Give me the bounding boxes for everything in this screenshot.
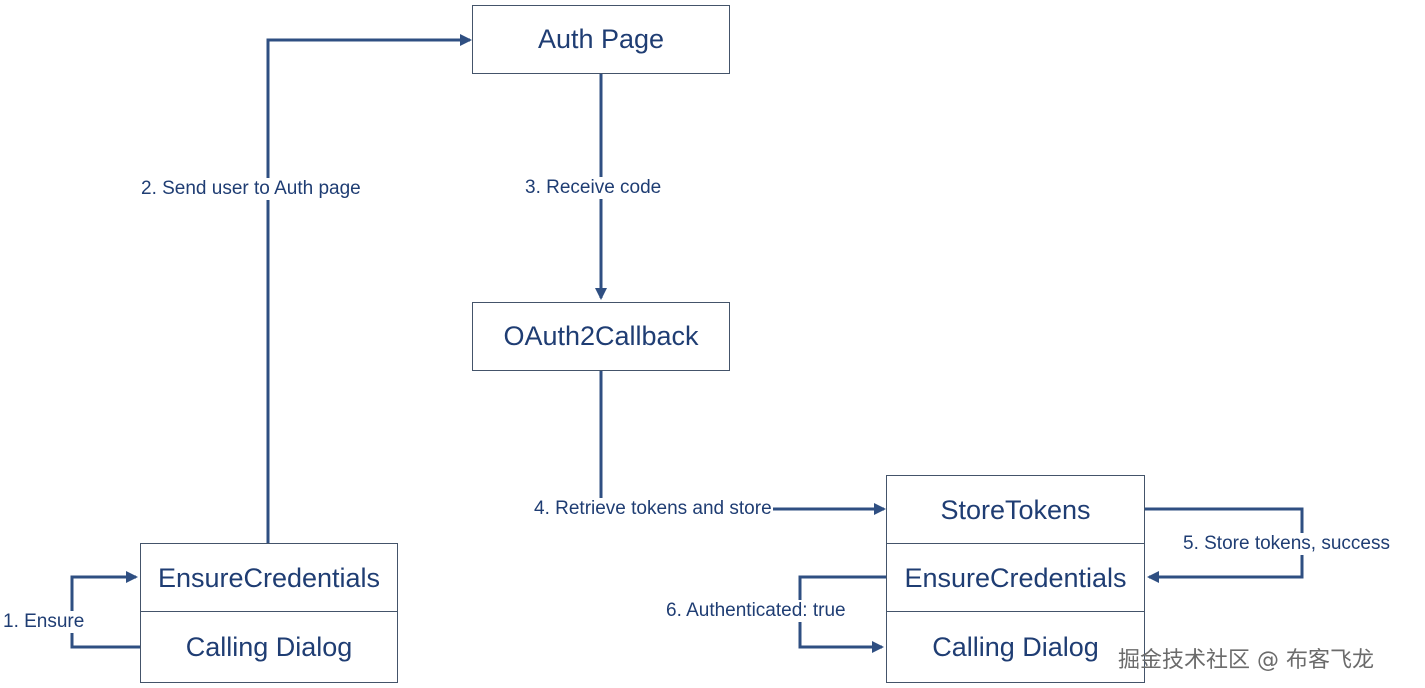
right-calling-dialog-label: Calling Dialog	[932, 631, 1099, 662]
left-ensure-credentials-label: EnsureCredentials	[157, 562, 381, 593]
left-calling-dialog-label: Calling Dialog	[185, 631, 353, 662]
store-tokens-label: StoreTokens	[940, 494, 1091, 525]
retrieve-tokens-label: 4. Retrieve tokens and store	[533, 498, 773, 520]
receive-code-label: 3. Receive code	[524, 177, 663, 199]
left-ensure-credentials-node: EnsureCredentials	[140, 543, 398, 613]
right-ensure-credentials-node: EnsureCredentials	[886, 543, 1145, 613]
left-calling-dialog-node: Calling Dialog	[140, 611, 398, 683]
oauth2-callback-node: OAuth2Callback	[472, 302, 730, 371]
right-calling-dialog-node: Calling Dialog	[886, 611, 1145, 683]
authenticated-label: 6. Authenticated: true	[665, 600, 847, 622]
send-user-arrow	[266, 34, 472, 543]
store-tokens-node: StoreTokens	[886, 475, 1145, 545]
retrieve-tokens-arrow	[599, 371, 886, 515]
auth-page-node: Auth Page	[472, 5, 730, 74]
send-user-label: 2. Send user to Auth page	[140, 178, 362, 200]
oauth2-callback-label: OAuth2Callback	[503, 321, 699, 351]
store-success-label: 5. Store tokens, success	[1182, 533, 1391, 555]
auth-page-label: Auth Page	[537, 24, 665, 54]
ensure-label: 1. Ensure	[2, 611, 86, 633]
watermark: 掘金技术社区 @ 布客飞龙	[1118, 648, 1374, 673]
right-ensure-credentials-label: EnsureCredentials	[904, 562, 1127, 593]
